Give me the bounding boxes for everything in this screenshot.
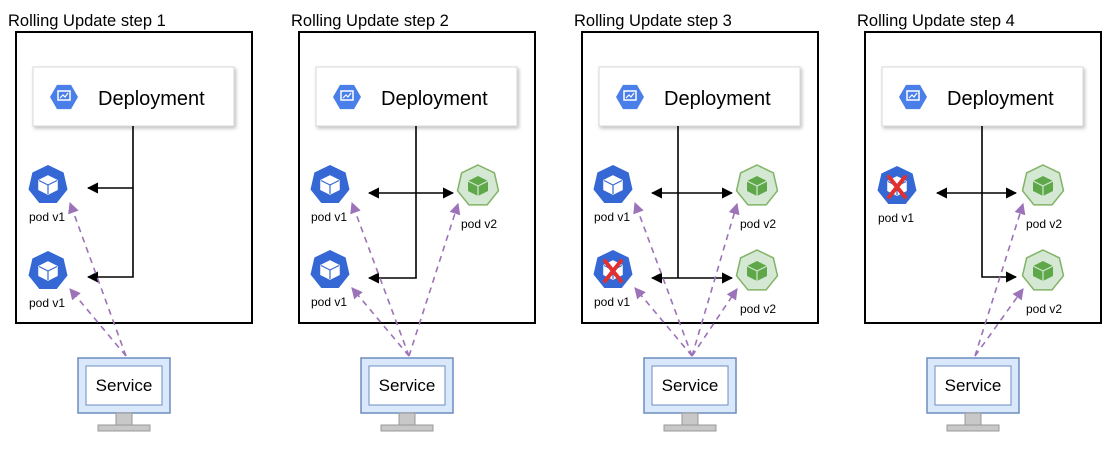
pod-label: pod v1 (29, 296, 65, 310)
pod-label: pod v2 (740, 302, 776, 316)
deployment-icon-screen (623, 90, 637, 101)
cube-edges (320, 264, 340, 279)
pod-label: pod v1 (594, 210, 630, 224)
monitor-neck (115, 412, 133, 426)
cube-edges (320, 179, 340, 194)
cube-edges (746, 265, 768, 281)
deployment-icon-line (908, 92, 918, 99)
service-label: Service (945, 376, 1002, 395)
service-route-arrow (633, 201, 693, 357)
pod-label: pod v1 (311, 210, 347, 224)
pod-label: pod v2 (1026, 302, 1062, 316)
pod-v2: pod v2 (456, 164, 500, 231)
pod-label: pod v1 (594, 295, 630, 309)
panel-title: Rolling Update step 3 (574, 12, 732, 30)
deployment-connector (367, 126, 417, 284)
monitor-base (380, 424, 434, 432)
service-route-arrow (691, 202, 740, 357)
pod-v1: pod v1 (28, 251, 68, 310)
pod-v1: pod v1 (28, 165, 68, 224)
monitor-screen (651, 365, 729, 406)
deployment-label: Deployment (664, 88, 771, 110)
deployment-icon-screen (906, 90, 920, 101)
deployment-label: Deployment (98, 88, 205, 110)
red-cross-icon (603, 259, 623, 283)
service-route-arrow (350, 201, 410, 357)
pod-v2: pod v2 (735, 249, 779, 316)
deployment-label: Deployment (381, 88, 488, 110)
pod-v2: pod v2 (1021, 164, 1065, 231)
service-monitor: Service (926, 357, 1020, 432)
pod-label: pod v1 (311, 295, 347, 309)
deployment-icon-screen (57, 90, 71, 101)
pod-v1: pod v1 (877, 166, 917, 225)
service-route-arrow (691, 288, 738, 357)
pod-v1: pod v1 (593, 165, 633, 224)
deployment-icon-line (59, 92, 69, 99)
service-label: Service (662, 376, 719, 395)
pod-v2: pod v2 (735, 164, 779, 231)
monitor-base (97, 424, 151, 432)
panel-title: Rolling Update step 4 (857, 12, 1015, 30)
cube-edges (1032, 180, 1054, 196)
deployment-icon (616, 84, 644, 110)
monitor-neck (398, 412, 416, 426)
pod-v1: pod v1 (310, 165, 350, 224)
pod-label: pod v1 (29, 210, 65, 224)
panel-title: Rolling Update step 1 (8, 12, 166, 30)
monitor-base (663, 424, 717, 432)
monitor-base (946, 424, 1000, 432)
service-route-arrow (408, 202, 461, 357)
service-label: Service (379, 376, 436, 395)
deployment-box: Deployment (598, 66, 801, 127)
monitor-screen (368, 365, 446, 406)
service-route-arrow (634, 287, 693, 357)
pod-v1: pod v1 (310, 250, 350, 309)
service-monitor: Service (360, 357, 454, 432)
pod-label: pod v1 (878, 211, 914, 225)
monitor-screen (934, 365, 1012, 406)
pod-label: pod v2 (1026, 217, 1062, 231)
monitor-neck (964, 412, 982, 426)
service-label: Service (96, 376, 153, 395)
deployment-icon-line (625, 92, 635, 99)
cube-edges (38, 265, 58, 280)
cube-edges (603, 179, 623, 194)
service-route-arrow (974, 202, 1026, 357)
service-monitor: Service (643, 357, 737, 432)
deployment-icon-screen (340, 90, 354, 101)
cube-edges (38, 179, 58, 194)
monitor-screen (85, 365, 163, 406)
service-route-arrow (69, 288, 127, 357)
service-route-arrow (68, 201, 127, 357)
pod-label: pod v2 (740, 217, 776, 231)
deployment-icon-line (342, 92, 352, 99)
monitor-neck (681, 412, 699, 426)
deployment-label: Deployment (947, 88, 1054, 110)
deployment-box: Deployment (32, 66, 235, 127)
deployment-icon (50, 84, 78, 110)
deployment-icon (899, 84, 927, 110)
red-cross-icon (887, 175, 907, 199)
cube-edges (1032, 265, 1054, 281)
deployment-connector (86, 126, 134, 283)
panel-title: Rolling Update step 2 (291, 12, 449, 30)
cube-edges (746, 180, 768, 196)
pod-v1: pod v1 (593, 250, 633, 309)
deployment-box: Deployment (315, 66, 518, 127)
service-route-arrow (351, 287, 410, 357)
deployment-connector (981, 126, 1018, 283)
deployment-icon (333, 84, 361, 110)
cube-edges (467, 180, 489, 196)
service-monitor: Service (77, 357, 171, 432)
pod-v2: pod v2 (1021, 249, 1065, 316)
pod-label: pod v2 (461, 217, 497, 231)
deployment-box: Deployment (881, 66, 1084, 127)
service-route-arrow (974, 288, 1024, 357)
